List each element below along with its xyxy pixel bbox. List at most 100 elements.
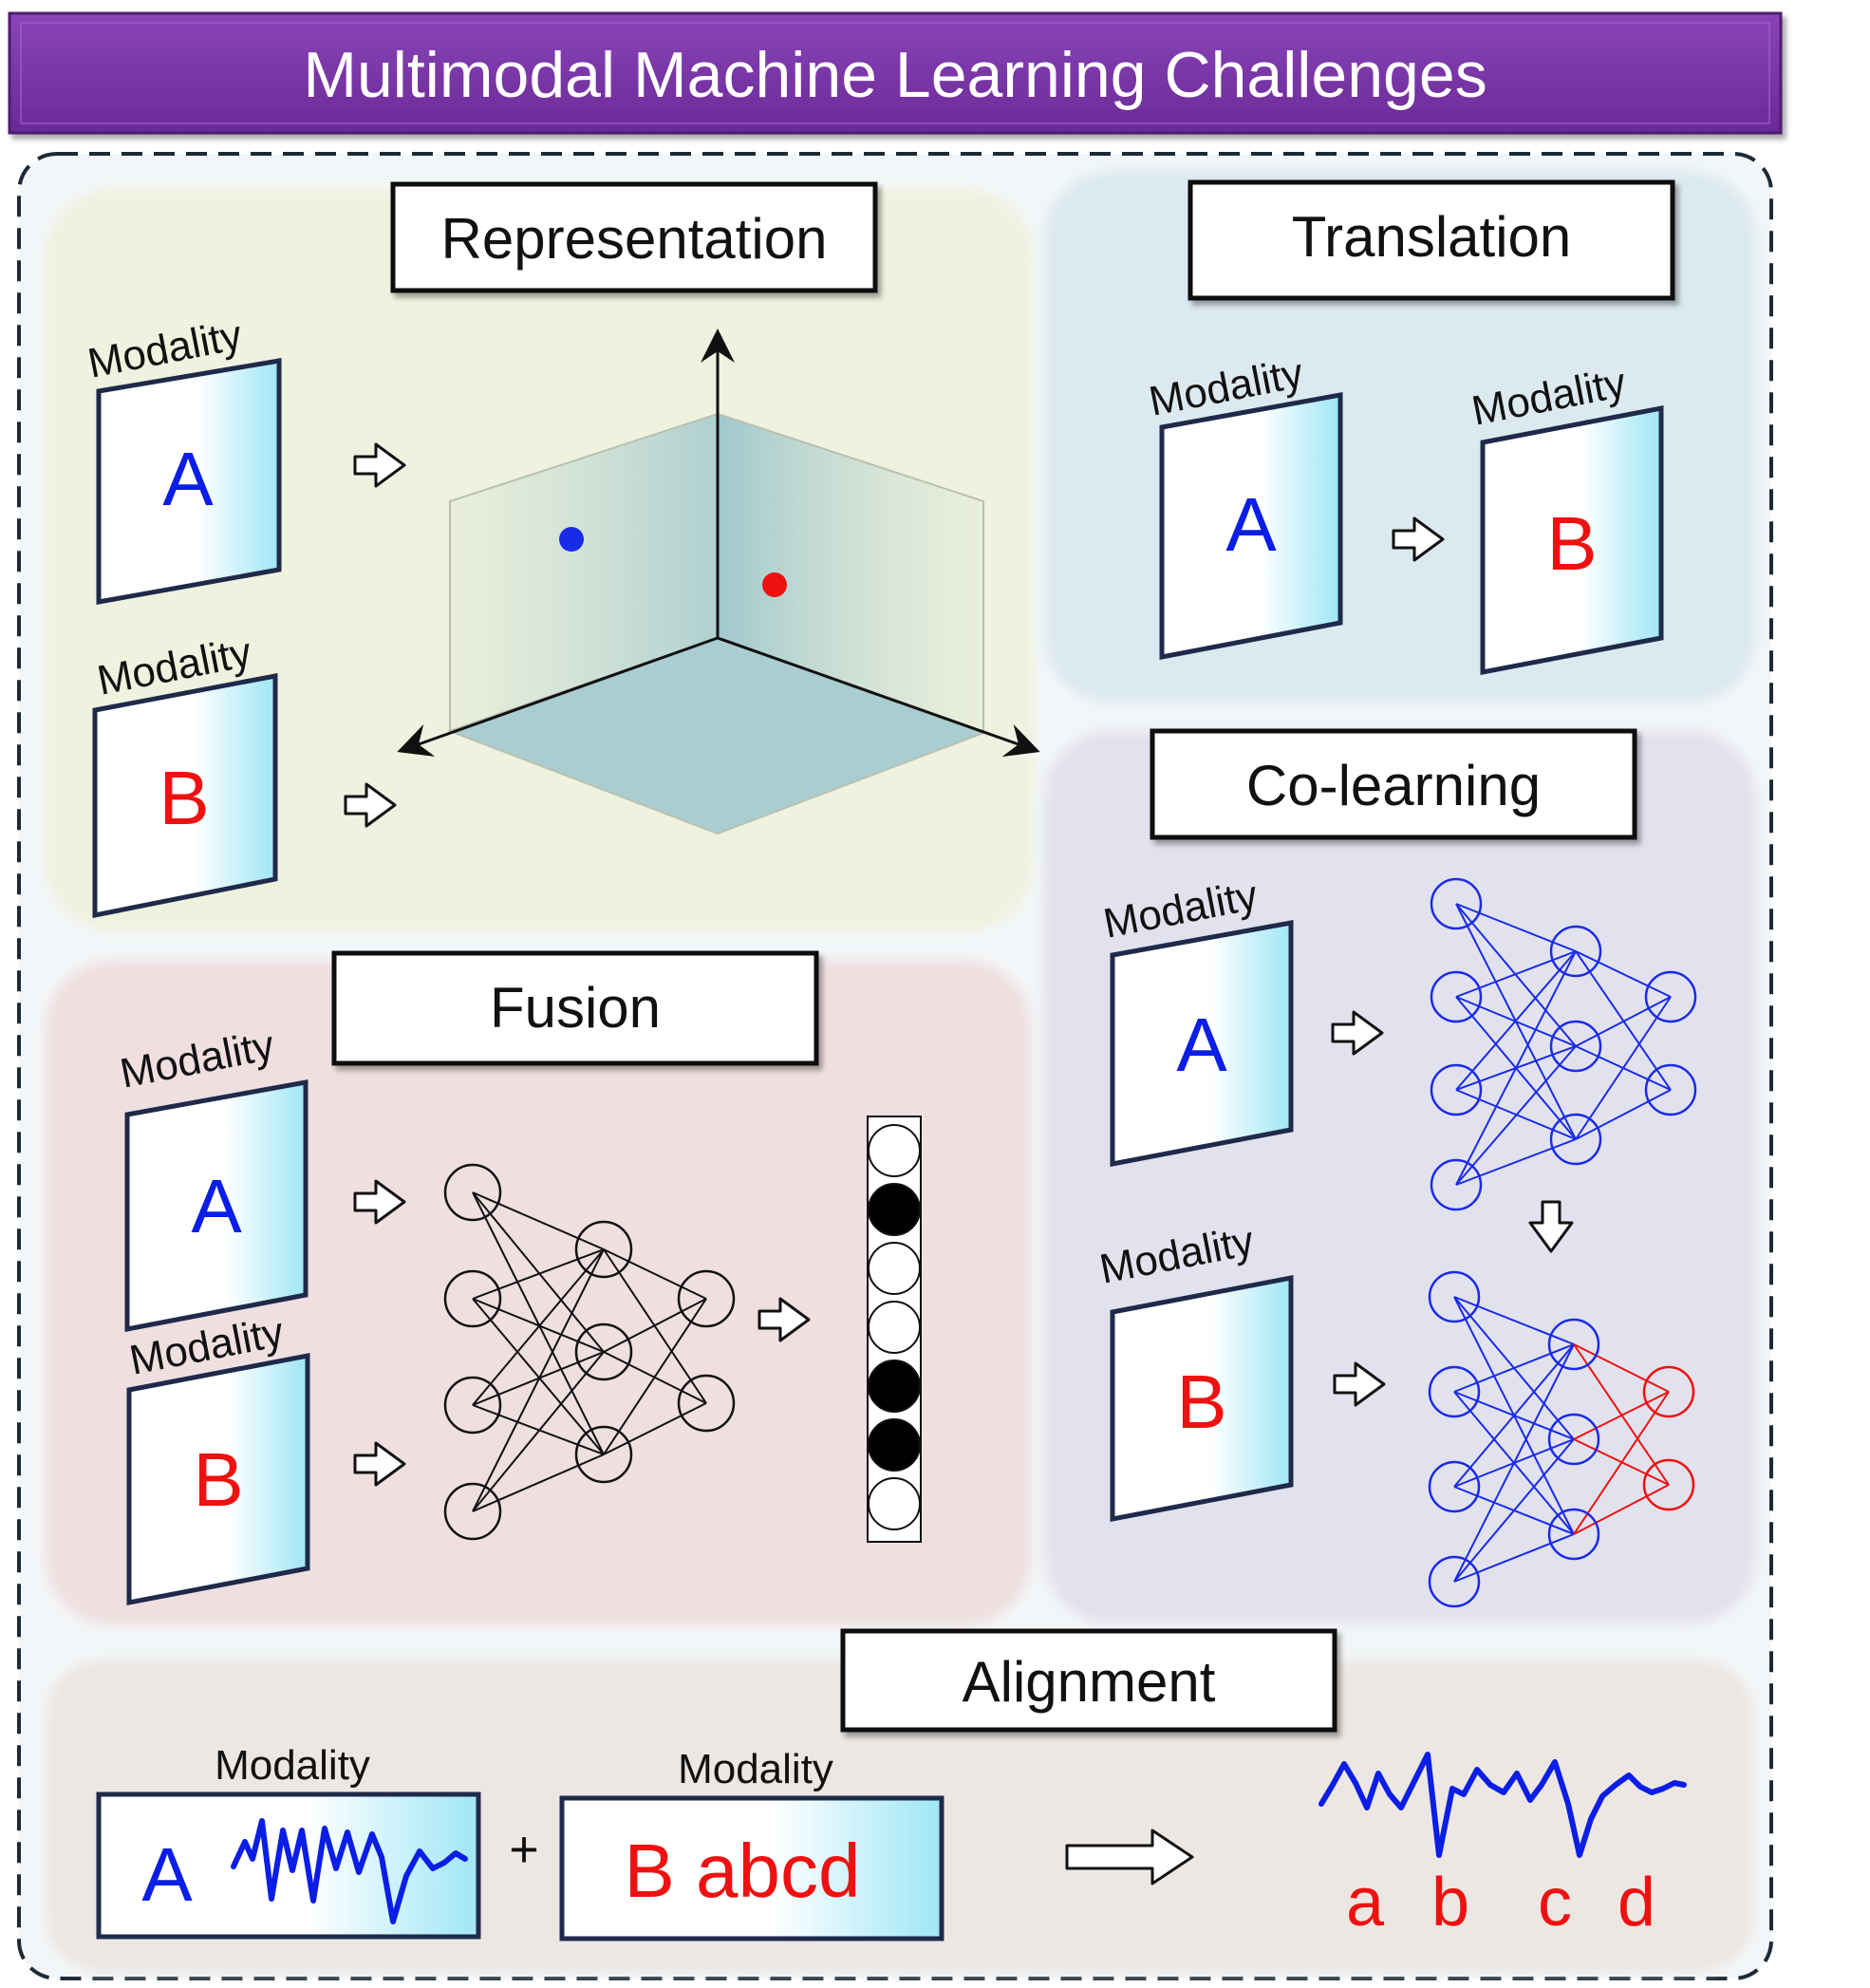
modality-letter-a: A [191, 1164, 242, 1248]
network-edge [1455, 950, 1577, 1186]
network-edge [472, 1351, 605, 1512]
vector-cell-empty [868, 1124, 921, 1177]
embedding-point-b [762, 572, 787, 597]
axis-y [717, 636, 1040, 757]
network-edge [472, 1298, 605, 1455]
alignment-section: Alignment Modality A + Modality B abcd a… [96, 1628, 1687, 1941]
network-node [1549, 1113, 1602, 1166]
network-node [1430, 877, 1483, 930]
network-edge [1575, 1089, 1672, 1140]
modality-letter-a: A [141, 1832, 193, 1917]
network-node [1547, 1318, 1600, 1371]
colearning-network-a [1430, 877, 1697, 1211]
modality-letter-a: A [162, 437, 214, 521]
network-edge [603, 1402, 707, 1455]
axis-x [397, 636, 719, 757]
aligned-waveform [1318, 1752, 1687, 1858]
embedding-space [397, 328, 1040, 835]
network-node [443, 1269, 502, 1328]
network-edge [1453, 1438, 1575, 1583]
fusion-label-box: Fusion [331, 950, 819, 1066]
network-node [1549, 925, 1602, 978]
modality-letter-b: B [159, 756, 209, 840]
network-node [443, 1482, 502, 1541]
network-node [443, 1376, 502, 1435]
network-edge [472, 1191, 605, 1353]
network-edge [1573, 1391, 1670, 1535]
alignment-modality-a-box: Modality A [96, 1742, 481, 1940]
network-node [1642, 1458, 1695, 1511]
network-edge [472, 1248, 605, 1512]
modality-letter-b: B [193, 1437, 243, 1522]
aligned-letter: d [1618, 1865, 1655, 1941]
network-edge [1573, 1391, 1670, 1440]
representation-modality-b-card: Modality B [92, 628, 278, 919]
network-edge [1573, 1343, 1670, 1393]
network-edge [472, 1248, 605, 1300]
network-edge [603, 1248, 707, 1300]
fusion-network [443, 1163, 736, 1541]
network-edge [472, 1298, 605, 1353]
network-node [1644, 1063, 1697, 1116]
aligned-letter: b [1431, 1865, 1469, 1941]
network-edge [1453, 1296, 1575, 1345]
network-node [1428, 1460, 1481, 1513]
network-node [574, 1322, 633, 1381]
modality-letter-a: A [1176, 1003, 1227, 1087]
network-node [1644, 970, 1697, 1023]
aligned-letters: a b c d [1346, 1865, 1655, 1941]
vector-cell-empty [868, 1242, 921, 1295]
network-edge [472, 1248, 605, 1406]
network-edge [1575, 950, 1672, 998]
colearning-label-box: Co-learning [1150, 728, 1637, 840]
vector-cell-empty [868, 1301, 921, 1354]
network-edge [1453, 1343, 1575, 1488]
network-edge [1453, 1533, 1575, 1583]
network-node [677, 1374, 736, 1433]
network-node [1430, 1063, 1483, 1116]
network-edge [1575, 996, 1672, 1140]
modality-caption: Modality [678, 1746, 833, 1792]
network-node [1642, 1365, 1695, 1418]
alignment-modality-b-box: Modality B abcd [559, 1746, 944, 1941]
aligned-letter: a [1346, 1865, 1385, 1941]
network-node [1428, 1365, 1481, 1418]
representation-label: Representation [441, 207, 828, 271]
vector-cell-empty [868, 1477, 921, 1530]
network-edge [1455, 903, 1577, 952]
network-node [574, 1425, 633, 1484]
network-edge [1455, 950, 1577, 1091]
network-edge [1575, 996, 1672, 1047]
page-title: Multimodal Machine Learning Challenges [303, 39, 1487, 111]
network-node [1549, 1020, 1602, 1073]
signal-waveform [231, 1818, 468, 1924]
network-node [1547, 1413, 1600, 1466]
colearning-label: Co-learning [1246, 754, 1541, 817]
network-node [677, 1269, 736, 1328]
network-edge [1453, 1343, 1575, 1393]
fusion-label: Fusion [490, 976, 661, 1040]
network-edge [472, 1191, 605, 1455]
fused-vector [867, 1116, 922, 1543]
colearning-network-b [1428, 1270, 1695, 1608]
network-node [1428, 1555, 1481, 1608]
network-edge [1573, 1484, 1670, 1535]
network-edge [603, 1298, 707, 1455]
network-node [1430, 970, 1483, 1023]
representation-section: Representation Modality A Modality B [84, 181, 1040, 919]
vector-cell-filled [868, 1183, 921, 1236]
alignment-label-box: Alignment [840, 1628, 1337, 1733]
network-edge [472, 1404, 605, 1455]
network-edge [472, 1453, 605, 1512]
network-edge [1455, 950, 1577, 998]
representation-label-box: Representation [390, 181, 878, 293]
network-node [1428, 1270, 1481, 1323]
network-edge [1455, 1138, 1577, 1186]
vector-cell-filled [868, 1418, 921, 1472]
title-banner: Multimodal Machine Learning Challenges [8, 11, 1783, 135]
translation-label: Translation [1292, 205, 1572, 269]
fusion-modality-b-card: Modality B [126, 1308, 310, 1606]
modality-letter-b: B [1546, 501, 1597, 586]
plus-sign: + [509, 1821, 539, 1878]
fusion-section: Fusion Modality A Modality B [117, 950, 922, 1606]
